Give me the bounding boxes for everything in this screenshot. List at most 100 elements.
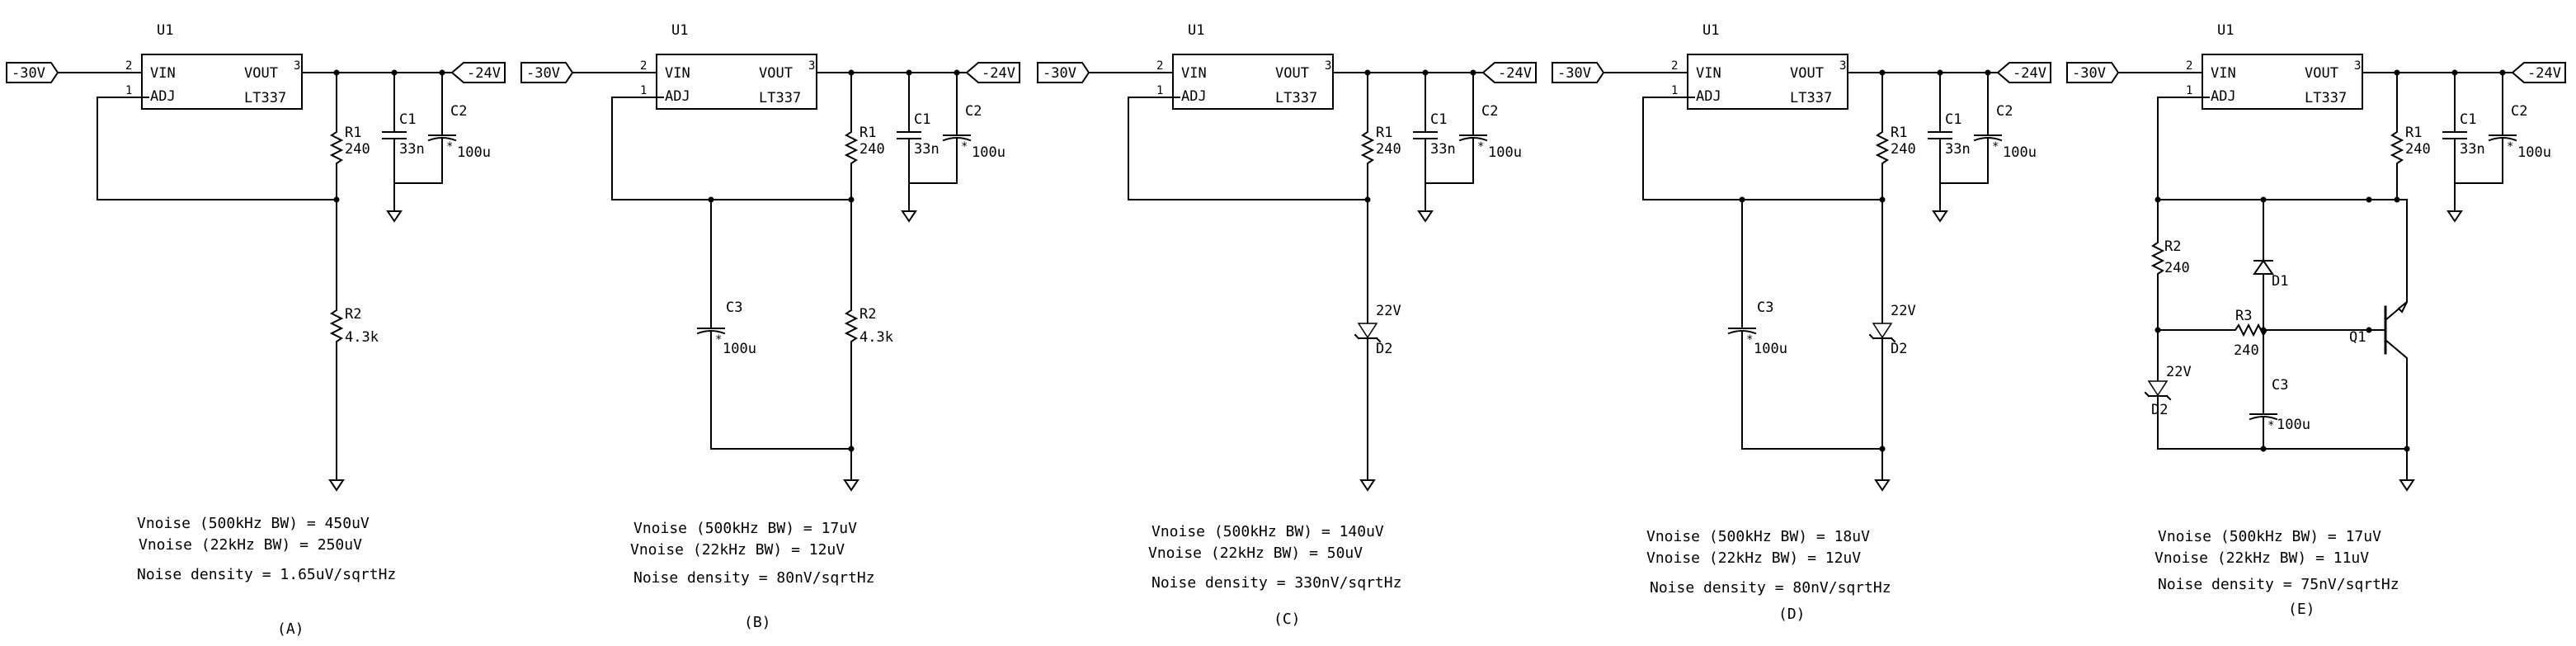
r2-ref: R2 [859,306,876,323]
pin-number: 3 [808,59,815,73]
c2-value: 100u [2003,144,2037,161]
vout-pin-label: VOUT [2305,65,2338,82]
d1-ref: D1 [2272,273,2288,290]
vin-pin-label: VIN [1696,65,1721,82]
c2-value: 100u [2517,144,2551,161]
emitter-arrow [2397,301,2408,314]
circuit-c: -30V U1 VIN ADJ VOUT LT337 2 1 3 -24V R1… [1037,22,1537,628]
input-port-label: -30V [1043,65,1076,82]
c2-ref: C2 [1996,103,2013,120]
r1-ref: R1 [345,125,361,141]
c2-value: 100u [972,144,1005,161]
r1-value: 240 [345,141,370,158]
c2-value: 100u [457,144,491,161]
ground-symbol [1418,210,1433,222]
capacitor-c2 [2489,113,2517,161]
resistor-r2 [845,301,857,351]
noise-note: Vnoise (500kHz BW) = 17uV [633,520,857,537]
vout-pin-label: VOUT [759,65,793,82]
c1-value: 33n [914,141,940,158]
pin-number: 2 [2186,59,2192,73]
adj-pin-label: ADJ [1181,88,1207,105]
c3-value: 100u [2277,417,2310,433]
input-port-label: -30V [526,65,560,82]
capacitor-c3 [2249,392,2277,440]
capacitor-c3 [697,306,725,354]
ground-symbol [902,210,916,222]
capacitor-c2 [1459,113,1487,161]
noise-note: Noise density = 80nV/sqrtHz [633,569,875,587]
regulator-ref: U1 [1702,22,1719,39]
resistor-r1 [1877,123,1888,172]
c1-value: 33n [2460,141,2485,158]
pin-number: 1 [1156,84,1163,97]
input-port [1037,62,1090,83]
ground-symbol [844,479,859,491]
vin-pin-label: VIN [665,65,690,82]
c1-ref: C1 [399,111,416,128]
diode-d1 [2253,247,2273,290]
output-port-label: -24V [2527,65,2561,82]
c2-ref: C2 [2511,103,2527,120]
circuit-label: (C) [1274,611,1301,628]
ground-symbol [1360,479,1375,491]
pin-number: 2 [125,59,132,73]
noise-note: Noise density = 330nV/sqrtHz [1151,574,1401,592]
circuit-d: -30V U1 VIN ADJ VOUT LT337 2 1 3 -24V R1… [1552,22,2051,623]
c1-ref: C1 [2460,111,2476,128]
ground-symbol [1875,479,1890,491]
c3-value: 100u [723,341,756,357]
r3-ref: R3 [2235,308,2252,324]
pin-number: 1 [640,84,647,97]
noise-note: Vnoise (500kHz BW) = 450uV [137,515,370,532]
ground-symbol [387,210,402,222]
ground-symbol [329,479,344,491]
c1-value: 33n [1945,141,1971,158]
input-port [1552,62,1605,83]
adj-pin-label: ADJ [2211,88,2236,105]
resistor-r1 [845,123,857,172]
vout-pin-label: VOUT [1790,65,1824,82]
r3-value: 240 [2234,342,2259,359]
output-port [1996,62,2051,83]
pin-number: 3 [294,59,300,73]
noise-note: Vnoise (22kHz BW) = 11uV [2155,549,2369,567]
noise-note: Noise density = 80nV/sqrtHz [1650,579,1891,596]
ground-symbol [2399,479,2414,491]
noise-note: Vnoise (22kHz BW) = 250uV [139,536,362,554]
input-port [520,62,574,83]
pin-number: 3 [2354,59,2361,73]
regulator-part: LT337 [244,90,286,106]
r1-value: 240 [859,141,885,158]
r1-value: 240 [1891,141,1916,158]
regulator-part: LT337 [759,90,801,106]
circuit-label: (B) [744,614,771,631]
regulator-ref: U1 [157,22,173,39]
noise-note: Noise density = 1.65uV/sqrtHz [137,566,396,583]
c3-ref: C3 [726,299,742,316]
c3-ref: C3 [2272,377,2288,394]
d2-value: 22V [1376,303,1401,319]
r2-value: 240 [2164,260,2190,276]
resistor-r3 [2226,324,2276,336]
vin-pin-label: VIN [150,65,176,82]
r1-ref: R1 [859,125,876,141]
c2-ref: C2 [965,103,982,120]
pin-number: 3 [1325,59,1331,73]
c1-value: 33n [399,141,425,158]
resistor-r1 [2391,123,2403,172]
r1-ref: R1 [1891,125,1907,141]
capacitor-c2 [943,113,971,161]
capacitor-c3 [1728,306,1756,354]
regulator-part: LT337 [2305,90,2347,106]
d2-ref: D2 [1891,341,1907,357]
adj-pin-label: ADJ [1696,88,1721,105]
c2-ref: C2 [1481,103,1498,120]
adj-pin-label: ADJ [665,88,690,105]
r1-ref: R1 [1376,125,1392,141]
pin-number: 1 [1671,84,1678,97]
noise-note: Vnoise (500kHz BW) = 140uV [1151,523,1384,540]
vin-pin-label: VIN [1181,65,1207,82]
input-port-label: -30V [2072,65,2106,82]
r1-value: 240 [1376,141,1401,158]
